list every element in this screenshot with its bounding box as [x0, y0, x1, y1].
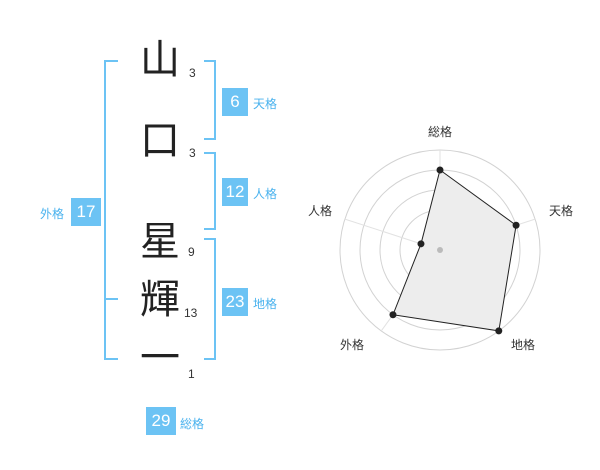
stroke-count-4: 13 [184, 306, 198, 320]
jinkaku-bracket-top [204, 152, 216, 154]
radar-point-0 [436, 166, 444, 174]
radar-axis-label-jinkaku: 人格 [308, 204, 333, 218]
jinkaku-value: 12 [222, 178, 248, 206]
gaikaku-bracket-bottom [104, 358, 118, 360]
chikaku-label: 地格 [253, 297, 278, 311]
chikaku-bracket-top [204, 238, 216, 240]
gaikaku-bracket-vertical [104, 60, 106, 360]
tenkaku-value: 6 [222, 88, 248, 116]
char-2: 口 [140, 118, 180, 164]
jinkaku-label: 人格 [253, 187, 278, 201]
char-1: 山 [140, 37, 180, 83]
radar-point-1 [512, 221, 520, 229]
radar-center-dot [437, 247, 443, 253]
soukaku-value: 29 [146, 407, 176, 435]
gaikaku-bracket-mid [104, 298, 118, 300]
jinkaku-bracket-vertical [214, 152, 216, 230]
char-4: 輝 [140, 277, 180, 323]
radar-points [389, 166, 520, 335]
char-3: 星 [140, 219, 180, 265]
tenkaku-bracket-bottom [204, 138, 216, 140]
radar-point-2 [495, 327, 503, 335]
chikaku-bracket-vertical [214, 238, 216, 360]
char-5: 一 [140, 335, 180, 381]
stroke-count-5: 1 [188, 367, 195, 381]
tenkaku-bracket-vertical [214, 60, 216, 140]
soukaku-label: 総格 [180, 417, 205, 431]
radar-point-3 [389, 311, 397, 319]
radar-axis-label-chikaku: 地格 [511, 338, 536, 352]
stroke-count-1: 3 [189, 66, 196, 80]
radar-axis-label-gaikaku: 外格 [340, 338, 365, 352]
radar-area [392, 169, 517, 332]
chikaku-bracket-bottom [204, 358, 216, 360]
gaikaku-bracket-top [104, 60, 118, 62]
chikaku-value: 23 [222, 288, 248, 316]
jinkaku-bracket-bottom [204, 228, 216, 230]
radar-axis-label-tenkaku: 天格 [549, 204, 574, 218]
tenkaku-bracket-top [204, 60, 216, 62]
gaikaku-value: 17 [71, 198, 101, 226]
tenkaku-label: 天格 [253, 97, 278, 111]
radar-point-4 [417, 240, 425, 248]
radar-axis-label-soukaku: 総格 [428, 125, 453, 139]
stroke-count-2: 3 [189, 146, 196, 160]
gaikaku-label: 外格 [40, 207, 65, 221]
stroke-count-3: 9 [188, 245, 195, 259]
